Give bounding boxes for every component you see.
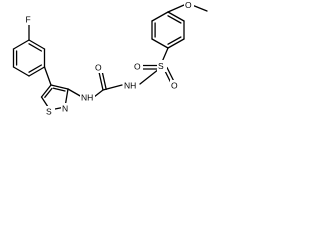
aryl-thiazole-bond <box>43 66 52 86</box>
sulfonyl-oxygen-right-label: O <box>171 81 178 91</box>
thiazole-nitrogen-label: N <box>62 104 68 114</box>
fluorophenyl-ring <box>12 39 46 77</box>
carbonyl-oxygen-label: O <box>95 63 102 73</box>
chemical-structure: F S N NH O NH S O O O <box>12 0 208 117</box>
methoxyphenyl-ring <box>151 11 185 49</box>
methoxy-group <box>167 4 208 13</box>
thiazole-nh-bond <box>67 88 83 98</box>
n-s-bond <box>139 68 160 85</box>
sulfonyl-sulfur-label: S <box>158 61 164 71</box>
urea-linker <box>93 71 123 98</box>
sulfonyl-oxygen-left-label: O <box>134 62 141 72</box>
s-aryl-bond <box>161 47 169 63</box>
fluorine-label: F <box>26 15 31 25</box>
methoxy-oxygen-label: O <box>185 0 192 10</box>
amine-nh-label: NH <box>81 93 93 103</box>
sulfonamide-nh-label: NH <box>124 81 136 91</box>
thiazole-sulfur-label: S <box>46 107 52 117</box>
